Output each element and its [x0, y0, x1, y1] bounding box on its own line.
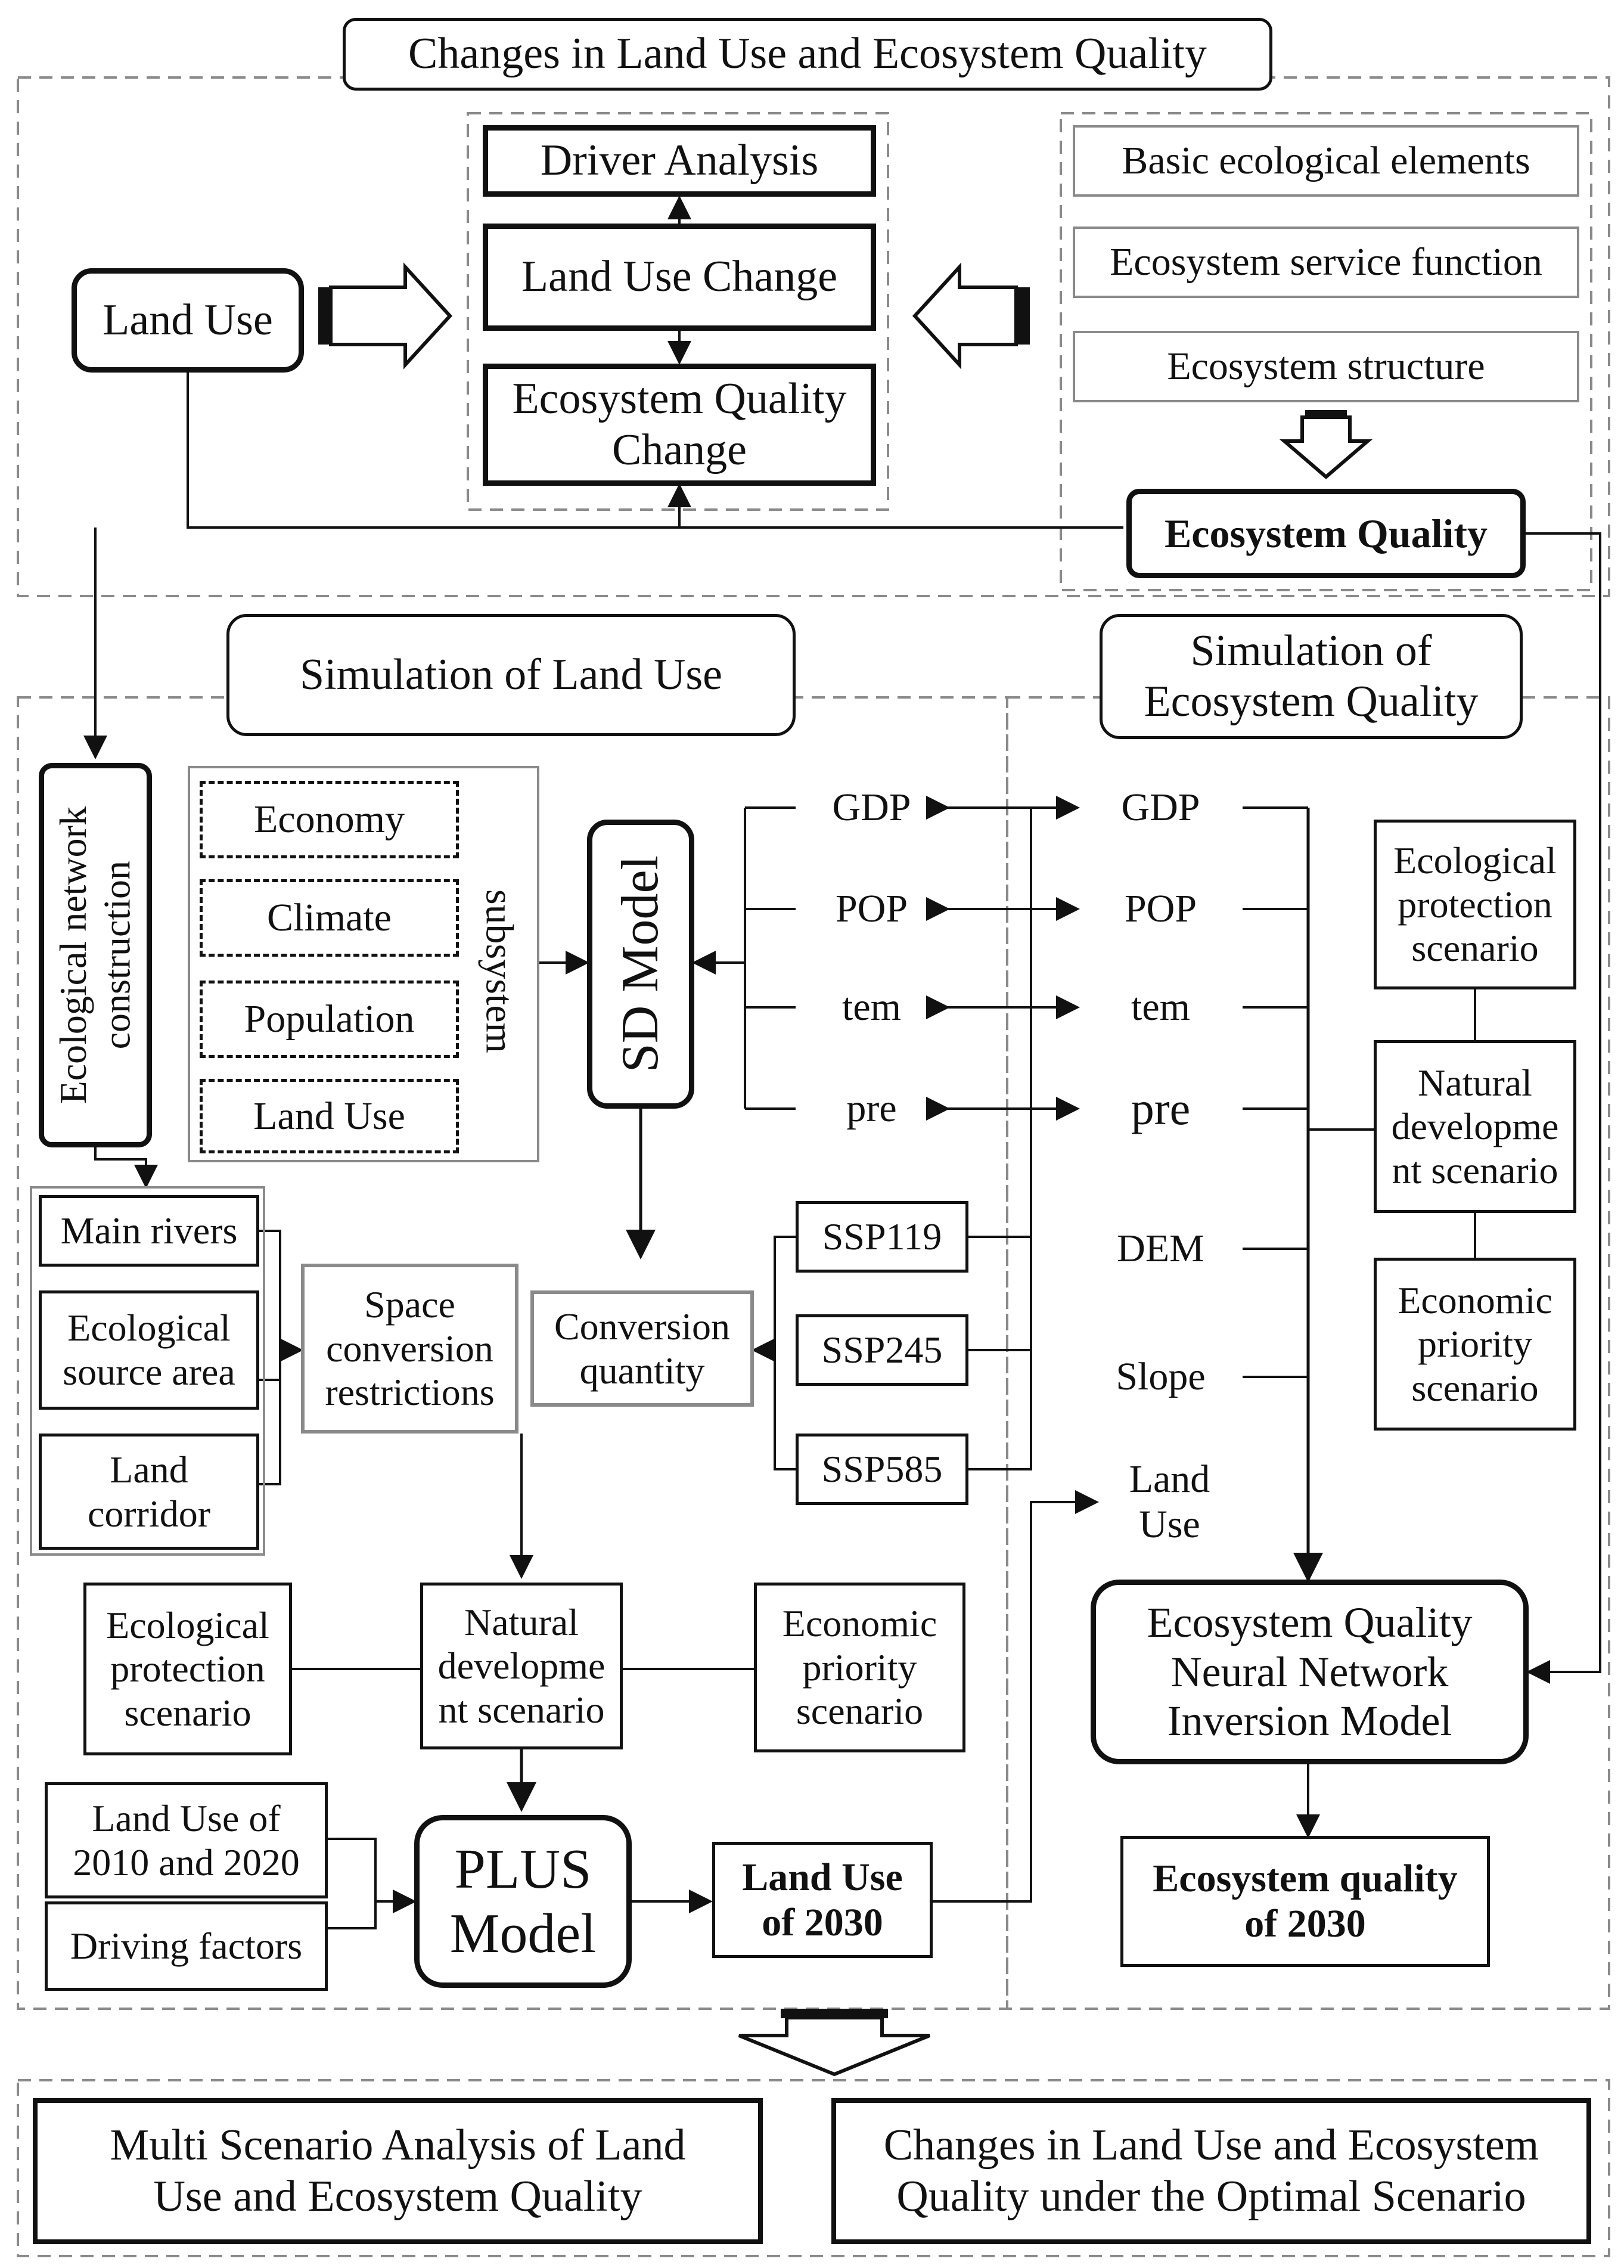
- land-use-2030-box: Land Use of 2030: [712, 1842, 933, 1958]
- tem-left-label: tem: [842, 985, 901, 1029]
- subsystem-population: Population: [200, 981, 459, 1058]
- land-corridor-box: Land corridor: [39, 1434, 259, 1550]
- block-arrow-down-ecosystem: [1279, 415, 1373, 479]
- ssp119-box: SSP119: [796, 1201, 968, 1273]
- eq-change-box: Ecosystem Quality Change: [483, 364, 876, 486]
- ssp245-box: SSP245: [796, 1314, 968, 1386]
- eco-source-box: Ecological source area: [39, 1290, 259, 1410]
- sim-land-use-header: Simulation of Land Use: [226, 614, 796, 736]
- subsystem-climate: Climate: [200, 879, 459, 957]
- gdp-left-label: GDP: [832, 786, 911, 830]
- block-arrow-down-bottom: [738, 2016, 931, 2077]
- land-use-box: Land Use: [72, 268, 304, 373]
- ecosystem-quality-box: Ecosystem Quality: [1126, 489, 1526, 578]
- dem-label: DEM: [1117, 1227, 1204, 1271]
- sim-eq-header: Simulation of Ecosystem Quality: [1100, 614, 1523, 739]
- block-arrow-right-cap: [318, 287, 330, 345]
- top-title-box: Changes in Land Use and Ecosystem Qualit…: [343, 18, 1272, 91]
- block-arrow-right: [329, 262, 453, 370]
- slope-label: Slope: [1116, 1355, 1206, 1399]
- gdp-right-label: GDP: [1121, 786, 1200, 830]
- optimal-scenario-box: Changes in Land Use and Ecosystem Qualit…: [831, 2098, 1591, 2244]
- block-arrow-left: [912, 262, 1018, 370]
- right-natural-dev-box: Natural developme nt scenario: [1374, 1040, 1576, 1213]
- tem-right-label: tem: [1131, 985, 1190, 1029]
- basic-elements-box: Basic ecological elements: [1073, 125, 1579, 197]
- right-eco-protection-box: Ecological protection scenario: [1374, 820, 1576, 989]
- left-eco-protection-box: Ecological protection scenario: [83, 1583, 292, 1755]
- driver-analysis-box: Driver Analysis: [483, 125, 876, 197]
- subsystem-label: subsystem: [477, 889, 521, 1054]
- left-economic-priority-box: Economic priority scenario: [754, 1583, 965, 1752]
- eco-structure-box: Ecosystem structure: [1073, 331, 1579, 402]
- land-use-2010-2020-box: Land Use of 2010 and 2020: [45, 1782, 328, 1898]
- ssp585-box: SSP585: [796, 1434, 968, 1505]
- pop-right-label: POP: [1124, 887, 1197, 931]
- plus-model-box: PLUS Model: [414, 1815, 632, 1988]
- sd-model-box: SD Model: [587, 820, 694, 1109]
- ecosystem-elements-frame: [1060, 112, 1592, 591]
- subsystem-land-use: Land Use: [200, 1079, 459, 1153]
- eq-2030-box: Ecosystem quality of 2030: [1120, 1836, 1490, 1967]
- service-function-box: Ecosystem service function: [1073, 227, 1579, 298]
- pre-left-label: pre: [846, 1087, 897, 1131]
- pop-left-label: POP: [835, 887, 908, 931]
- subsystem-group: [188, 766, 539, 1162]
- conversion-quantity-box: Conversion quantity: [530, 1290, 754, 1407]
- driving-factors-box: Driving factors: [45, 1901, 328, 1991]
- land-use-change-box: Land Use Change: [483, 224, 876, 331]
- subsystem-economy: Economy: [200, 781, 459, 858]
- pre-right-label: pre: [1131, 1082, 1191, 1135]
- bottom-section-frame: [17, 2079, 1610, 2257]
- eco-network-box: Ecological network construction: [39, 763, 152, 1147]
- land-use-input-label: Land Use: [1129, 1457, 1210, 1546]
- left-natural-dev-box: Natural developme nt scenario: [420, 1583, 623, 1749]
- block-arrow-down-bottom-cap: [781, 2009, 888, 2018]
- right-economic-priority-box: Economic priority scenario: [1374, 1258, 1576, 1431]
- multi-scenario-box: Multi Scenario Analysis of Land Use and …: [33, 2098, 763, 2244]
- space-restrictions-box: Space conversion restrictions: [301, 1264, 518, 1434]
- main-rivers-box: Main rivers: [39, 1195, 259, 1267]
- block-arrow-left-cap: [1018, 287, 1030, 345]
- eq-nn-model-box: Ecosystem Quality Neural Network Inversi…: [1091, 1580, 1529, 1764]
- eco-elements-group: [30, 1186, 265, 1556]
- block-arrow-down-ecosystem-cap: [1305, 410, 1347, 418]
- top-title: Changes in Land Use and Ecosystem Qualit…: [408, 29, 1207, 79]
